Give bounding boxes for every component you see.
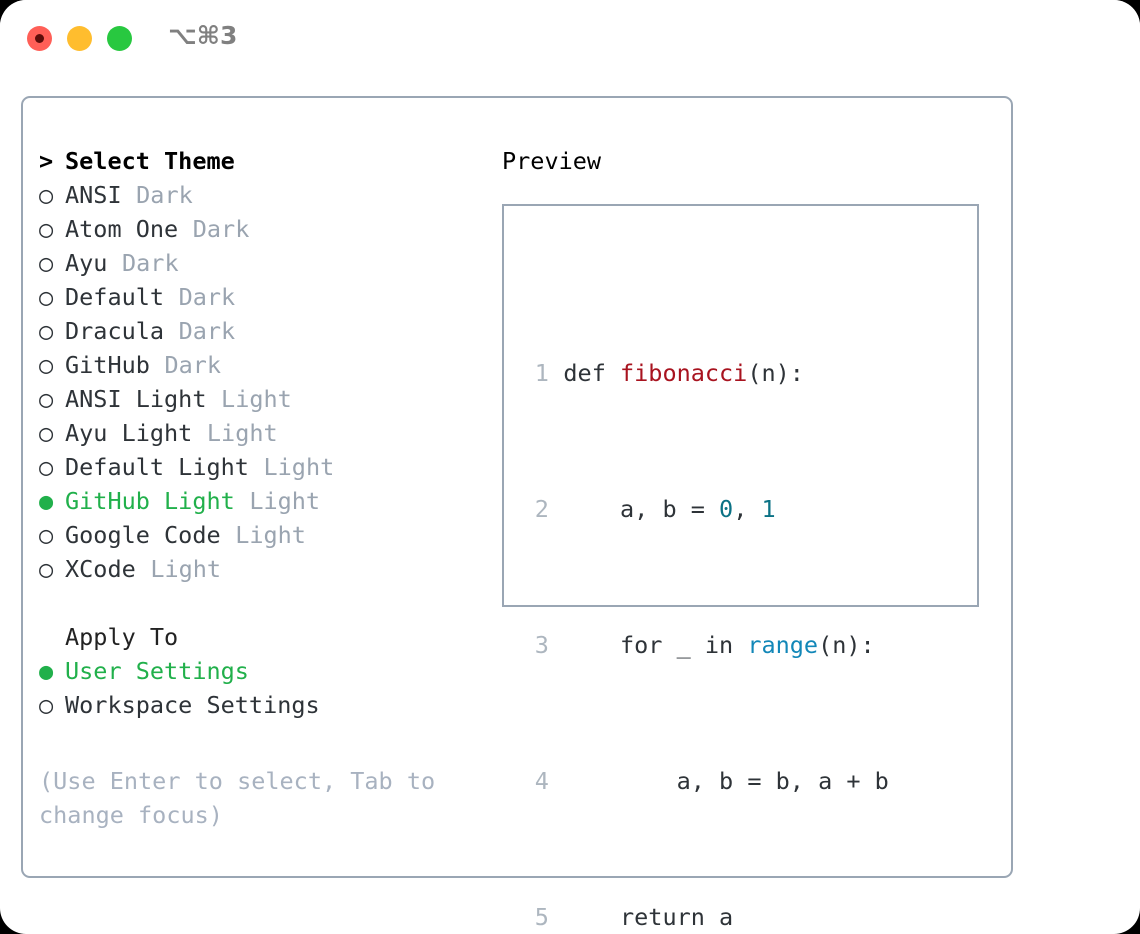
radio-icon: ○ [39, 521, 54, 549]
code-line: 4 a, b = b, a + b [523, 764, 917, 798]
list-spacer [39, 586, 499, 620]
line-number: 2 [534, 495, 549, 523]
theme-name: Dracula [65, 317, 165, 345]
select-theme-heading: > Select Theme [39, 144, 499, 178]
theme-variant: Light [206, 419, 278, 447]
theme-name: Default [65, 283, 165, 311]
keyboard-shortcut-label: ⌥⌘3 [168, 21, 238, 50]
theme-name: ANSI [65, 181, 122, 209]
theme-variant: Dark [164, 351, 222, 379]
code-token: return a [563, 903, 734, 931]
theme-variant: Light [263, 453, 335, 481]
radio-icon: ○ [39, 317, 54, 345]
theme-item-github-light[interactable]: ● GitHub Light Light [39, 484, 499, 518]
radio-icon: ○ [39, 385, 54, 413]
radio-icon: ○ [39, 215, 54, 243]
theme-variant: Light [235, 521, 306, 549]
line-number: 3 [534, 631, 549, 659]
radio-icon: ○ [39, 419, 54, 447]
apply-to-name: User Settings [65, 657, 249, 685]
code-line: 3 for _ in range(n): [523, 628, 917, 662]
theme-item-default-light[interactable]: ○ Default Light Light [39, 450, 499, 484]
radio-selected-icon: ● [39, 487, 54, 515]
code-token: 0 [719, 495, 734, 523]
radio-icon: ○ [39, 351, 54, 379]
theme-variant: Dark [178, 317, 236, 345]
apply-to-item-user-settings[interactable]: ● User Settings [39, 654, 499, 688]
theme-name: GitHub Light [65, 487, 235, 515]
theme-name: Ayu Light [65, 419, 193, 447]
theme-item-ayu-light[interactable]: ○ Ayu Light Light [39, 416, 499, 450]
line-number: 5 [534, 903, 549, 931]
theme-variant: Light [150, 555, 222, 583]
theme-name: GitHub [65, 351, 150, 379]
keyboard-hint-line-1: (Use Enter to select, Tab to [39, 767, 436, 795]
code-token: def [563, 359, 620, 387]
minimize-button[interactable] [67, 26, 92, 51]
traffic-lights [27, 26, 132, 51]
code-token: a, b = [563, 495, 720, 523]
theme-variant: Dark [192, 215, 250, 243]
line-number: 4 [534, 767, 549, 795]
keyboard-hint-line-2: change focus) [39, 801, 223, 829]
code-token: (n): [747, 359, 804, 387]
theme-name: XCode [65, 555, 136, 583]
theme-variant: Dark [122, 249, 179, 277]
radio-icon: ○ [39, 691, 54, 719]
code-token: a, b = b, a + b [563, 767, 889, 795]
theme-item-xcode[interactable]: ○ XCode Light [39, 552, 499, 586]
theme-variant: Light [249, 487, 321, 515]
theme-name: ANSI Light [65, 385, 207, 413]
caret-icon: > [39, 147, 54, 175]
radio-icon: ○ [39, 453, 54, 481]
radio-icon: ○ [39, 249, 54, 277]
code-token: (n): [818, 631, 875, 659]
radio-selected-icon: ● [39, 657, 54, 685]
theme-item-ansi-light[interactable]: ○ ANSI Light Light [39, 382, 499, 416]
code-token: 1 [761, 495, 776, 523]
apply-to-item-workspace-settings[interactable]: ○ Workspace Settings [39, 688, 499, 722]
theme-name: Google Code [65, 521, 221, 549]
title-bar: ⌥⌘3 [0, 0, 1140, 78]
theme-item-ansi[interactable]: ○ ANSI Dark [39, 178, 499, 212]
theme-name: Ayu [65, 249, 108, 277]
theme-item-ayu[interactable]: ○ Ayu Dark [39, 246, 499, 280]
preview-column: Preview [502, 144, 1002, 178]
keyboard-hint: (Use Enter to select, Tab to change focu… [39, 764, 449, 832]
preview-heading: Preview [502, 147, 602, 175]
theme-name: Atom One [65, 215, 179, 243]
theme-variant: Dark [178, 283, 236, 311]
apply-to-heading-label: Apply To [65, 623, 179, 651]
code-line: 1 def fibonacci(n): [523, 356, 917, 390]
code-line: 2 a, b = 0, 1 [523, 492, 917, 526]
theme-variant: Light [221, 385, 292, 413]
radio-icon: ○ [39, 555, 54, 583]
code-token: fibonacci [620, 359, 748, 387]
theme-name: Default Light [65, 453, 249, 481]
line-number: 1 [534, 359, 549, 387]
theme-item-default[interactable]: ○ Default Dark [39, 280, 499, 314]
code-token: , [733, 495, 762, 523]
theme-item-dracula[interactable]: ○ Dracula Dark [39, 314, 499, 348]
close-button[interactable] [27, 26, 52, 51]
apply-to-name: Workspace Settings [65, 691, 320, 719]
code-token: range [747, 631, 819, 659]
theme-item-github[interactable]: ○ GitHub Dark [39, 348, 499, 382]
zoom-button[interactable] [107, 26, 132, 51]
code-line: 5 return a [523, 900, 917, 934]
radio-icon: ○ [39, 181, 54, 209]
code-token: for _ in [563, 631, 748, 659]
select-theme-heading-label: Select Theme [65, 147, 235, 175]
theme-variant: Dark [136, 181, 193, 209]
theme-item-google-code[interactable]: ○ Google Code Light [39, 518, 499, 552]
theme-item-atom-one[interactable]: ○ Atom One Dark [39, 212, 499, 246]
radio-icon: ○ [39, 283, 54, 311]
apply-to-heading: Apply To [39, 620, 499, 654]
